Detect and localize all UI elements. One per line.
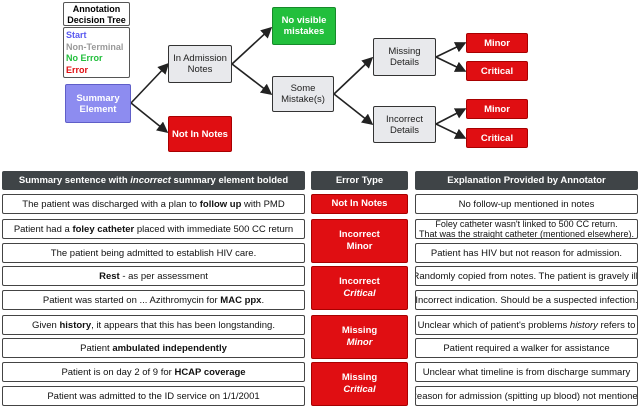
error-type-not-in-notes: Not In Notes (311, 194, 408, 214)
tree-title: Annotation Decision Tree (63, 2, 130, 26)
summary-row: Rest - as per assessment (2, 266, 305, 286)
summary-pre: Given (32, 319, 60, 331)
summary-row: Patient ambulated independently (2, 338, 305, 358)
edge-admission-novisible (231, 26, 273, 65)
node-in-admission-notes: In Admission Notes (168, 45, 232, 83)
node-summary-element: Summary Element (65, 84, 131, 123)
summary-post: . (261, 294, 265, 306)
explanation-row: Unclear what timeline is from discharge … (415, 362, 638, 382)
node-incorrect-details: Incorrect Details (373, 106, 436, 143)
edge-some-incorrect (333, 93, 374, 125)
error-type-missing-critical: Missing Critical (311, 362, 408, 406)
edge-start-notinnotes (130, 102, 169, 134)
error-type-line1: Incorrect (339, 229, 380, 240)
summary-bold: history (59, 319, 92, 331)
error-type-line2: Minor (346, 337, 373, 348)
legend-noerror: No Error (66, 53, 103, 63)
summary-row: Patient is on day 2 of 9 for HCAP covera… (2, 362, 305, 382)
edge-start-admission (130, 62, 170, 104)
explanation-row: Patient has HIV but not reason for admis… (415, 243, 638, 263)
summary-pre: Patient (80, 342, 113, 354)
node-incorrect-minor: Minor (466, 99, 528, 119)
explanation-post: refers to (597, 319, 636, 331)
summary-pre: Patient had a (13, 223, 73, 235)
explanation-row: Incorrect indication. Should be a suspec… (415, 290, 638, 310)
error-type-line2: Critical (343, 384, 376, 395)
explanation-line1: Foley catheter wasn't linked to 500 CC r… (435, 219, 618, 229)
error-type-incorrect-minor: Incorrect Minor (311, 219, 408, 263)
summary-pre: The patient being admitted to establish … (50, 247, 257, 259)
header-summary-suffix: summary element bolded (170, 175, 289, 186)
edge-missing-critical (435, 56, 467, 72)
tree-connectors (130, 26, 467, 139)
summary-row: The patient was discharged with a plan t… (2, 194, 305, 214)
summary-post: placed with immediate 500 CC return (134, 223, 294, 235)
node-not-in-notes: Not In Notes (168, 116, 232, 152)
header-explanation: Explanation Provided by Annotator (415, 171, 638, 190)
summary-post: with PMD (241, 198, 285, 210)
header-summary-italic: incorrect (130, 175, 171, 186)
edge-incorrect-critical (435, 123, 467, 139)
explanation-row: Patient required a walker for assistance (415, 338, 638, 358)
error-type-line1: Incorrect (339, 276, 380, 287)
legend-error: Error (66, 64, 89, 75)
summary-bold: foley catheter (72, 223, 135, 235)
tree-title-line1: Annotation (72, 4, 121, 14)
summary-row: Patient was admitted to the ID service o… (2, 386, 305, 406)
summary-row: Patient had a foley catheter placed with… (2, 219, 305, 239)
node-no-visible-mistakes: No visible mistakes (272, 7, 336, 45)
edge-incorrect-minor (435, 108, 467, 125)
node-missing-details: Missing Details (373, 38, 436, 76)
error-type-line1: Missing (341, 372, 378, 383)
edge-missing-minor (435, 42, 467, 58)
header-summary-sentence: Summary sentence with incorrect summary … (2, 171, 305, 190)
header-error-type: Error Type (311, 171, 408, 190)
error-type-line2: Critical (343, 288, 376, 299)
summary-pre: The patient was discharged with a plan t… (22, 198, 200, 210)
explanation-line2: That was the straight catheter (mentione… (418, 229, 635, 239)
legend: Start Non-Terminal No Error Error (63, 27, 130, 78)
node-some-mistakes: Some Mistake(s) (272, 76, 334, 112)
explanation-row: No follow-up mentioned in notes (415, 194, 638, 214)
explanation-row: Randomly copied from notes. The patient … (415, 266, 638, 286)
explanation-row: Unclear which of patient's problems hist… (415, 315, 638, 335)
summary-post: - as per assessment (119, 270, 208, 282)
summary-bold: Rest (99, 270, 120, 282)
error-type-line2: Minor (346, 241, 373, 252)
edge-some-missing (333, 56, 374, 95)
tree-title-line2: Decision Tree (67, 14, 126, 25)
legend-nonterminal: Non-Terminal (66, 41, 124, 52)
summary-row: Given history, it appears that this has … (2, 315, 305, 335)
summary-row: Patient was started on ... Azithromycin … (2, 290, 305, 310)
error-type-line1: Missing (341, 325, 378, 336)
error-type-incorrect-critical: Incorrect Critical (311, 266, 408, 310)
error-type-line1: Not In Notes (331, 198, 388, 209)
summary-pre: Patient was started on ... Azithromycin … (42, 294, 221, 306)
header-summary-prefix: Summary sentence with (18, 175, 131, 186)
summary-bold: HCAP coverage (174, 366, 246, 378)
explanation-row: Foley catheter wasn't linked to 500 CC r… (415, 219, 638, 239)
explanation-row: Reason for admission (spitting up blood)… (415, 386, 638, 406)
legend-start: Start (66, 30, 87, 40)
node-incorrect-critical: Critical (466, 128, 528, 148)
error-type-missing-minor: Missing Minor (311, 315, 408, 359)
summary-bold: follow up (199, 198, 242, 210)
summary-row: The patient being admitted to establish … (2, 243, 305, 263)
explanation-pre: Unclear which of patient's problems (417, 319, 570, 331)
edge-admission-some (231, 63, 273, 95)
summary-post: , it appears that this has been longstan… (91, 319, 275, 331)
summary-bold: MAC ppx (220, 294, 262, 306)
node-missing-critical: Critical (466, 61, 528, 81)
summary-pre: Patient was admitted to the ID service o… (47, 390, 260, 402)
node-missing-minor: Minor (466, 33, 528, 53)
summary-pre: Patient is on day 2 of 9 for (61, 366, 175, 378)
explanation-italic: history (569, 319, 598, 331)
summary-bold: ambulated independently (112, 342, 227, 354)
